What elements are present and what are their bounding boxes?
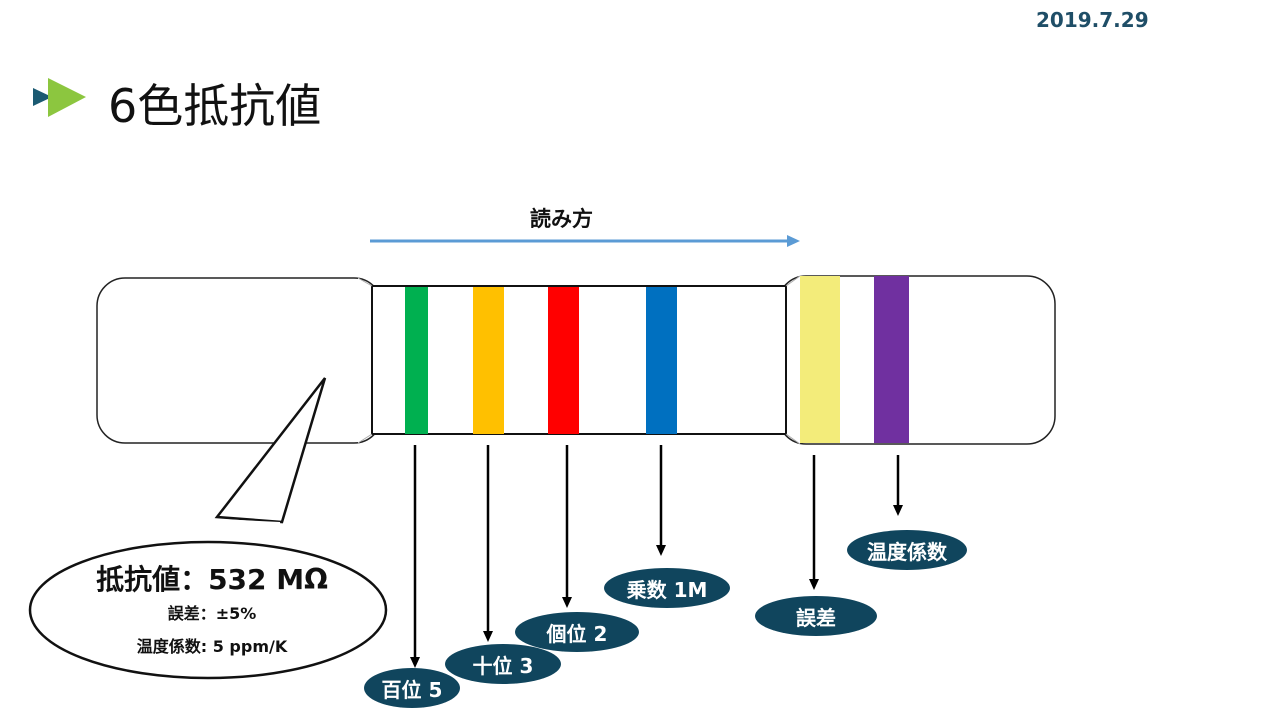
color-band <box>646 287 677 434</box>
arrow-head <box>483 631 493 642</box>
band-label: 百位 5 <box>364 668 460 708</box>
page-title: 6色抵抗値 <box>108 79 322 133</box>
band-label: 誤差 <box>755 596 877 636</box>
arrow-head <box>410 657 420 668</box>
band-label: 乗数 1M <box>604 568 730 608</box>
date: 2019.7.29 <box>1036 8 1149 32</box>
callout-tolerance: 誤差：±5% <box>167 604 257 623</box>
band-label: 十位 3 <box>445 644 561 684</box>
title-marker-icon <box>33 88 52 106</box>
color-band <box>874 276 909 443</box>
color-band <box>800 276 840 443</box>
band-label: 個位 2 <box>515 612 639 652</box>
arrow-head <box>809 579 819 590</box>
arrow-head <box>893 505 903 516</box>
band-label: 温度係数 <box>847 530 967 570</box>
callout-bubble <box>28 540 388 680</box>
callout-tempco: 温度係数: 5 ppm/K <box>136 637 288 656</box>
color-band <box>473 287 504 434</box>
callout-resistance: 抵抗値：532 MΩ <box>96 563 328 596</box>
color-band <box>405 287 428 434</box>
arrow-head <box>562 597 572 608</box>
title-marker-icon <box>48 78 86 117</box>
color-band <box>548 287 579 434</box>
resistor-left-cap <box>96 277 383 444</box>
arrow-head <box>656 545 666 556</box>
callout-tail <box>214 377 327 524</box>
reading-direction-label: 読み方 <box>530 207 593 231</box>
